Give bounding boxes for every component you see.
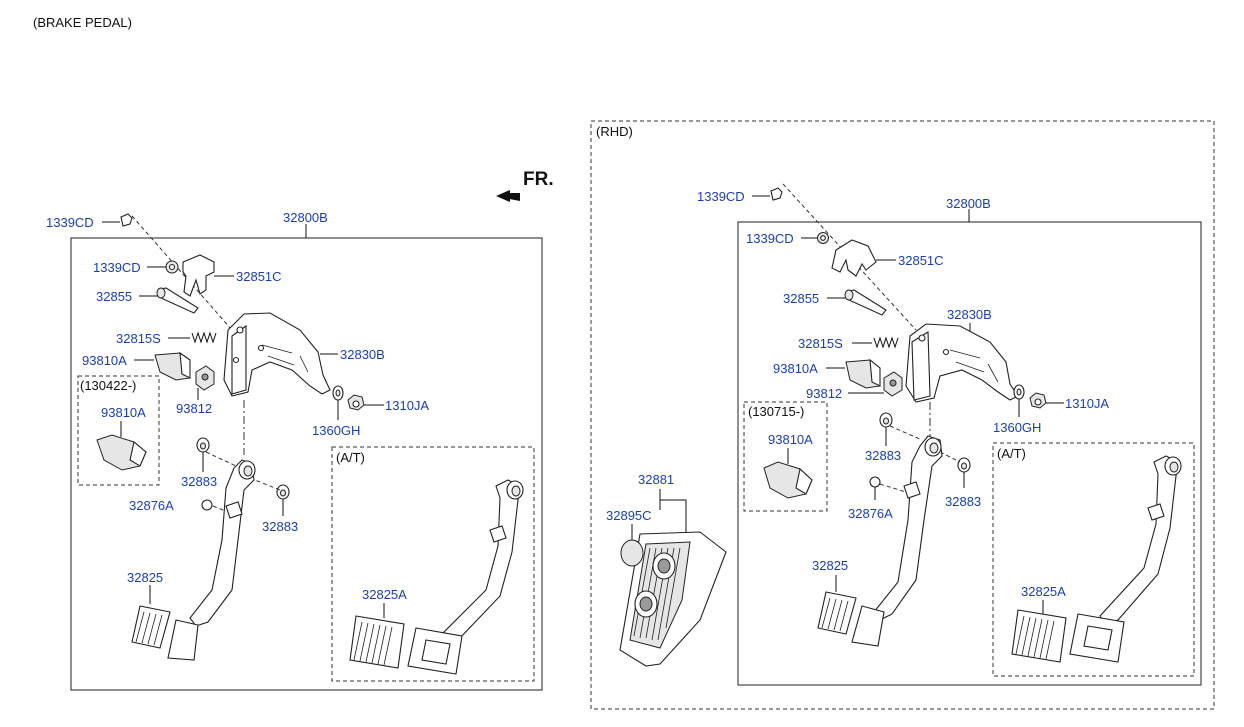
left-label-32876A[interactable]: 32876A: [129, 498, 174, 513]
right-bracket-icon: [831, 239, 877, 277]
right-rhd-frame: [590, 120, 1215, 710]
left-variant-box: [77, 375, 160, 486]
right-clip-icon: [869, 476, 881, 488]
right-label-1360GH[interactable]: 1360GH: [993, 420, 1041, 435]
page-title: (BRAKE PEDAL): [33, 15, 132, 30]
right-label-93810A[interactable]: 93810A: [773, 361, 818, 376]
right-label-1310JA[interactable]: 1310JA: [1065, 396, 1109, 411]
left-brake-pedal-icon: [131, 459, 256, 661]
left-at-label: (A/T): [336, 450, 365, 465]
right-nut-icon: [817, 232, 829, 244]
right-label-32825[interactable]: 32825: [812, 558, 848, 573]
left-label-1339CD-top[interactable]: 1339CD: [46, 215, 94, 230]
right-label-93812[interactable]: 93812: [806, 386, 842, 401]
right-region-label: (RHD): [596, 124, 633, 139]
left-bush-b-icon: [276, 484, 290, 500]
left-label-32825[interactable]: 32825: [127, 570, 163, 585]
left-variant-switch-icon: [96, 434, 147, 471]
right-label-32825A[interactable]: 32825A: [1021, 584, 1066, 599]
left-pedal-member-icon: [223, 312, 331, 397]
left-stopper-icon: [195, 365, 215, 391]
right-side-nut-icon: [1029, 392, 1047, 409]
right-label-32895C[interactable]: 32895C: [606, 508, 652, 523]
left-variant-date: (130422-): [80, 378, 136, 393]
left-bracket-icon: [182, 254, 215, 297]
right-stopper-icon: [883, 371, 903, 397]
front-direction-label: FR.: [523, 169, 554, 190]
right-label-1339CD-nut[interactable]: 1339CD: [746, 231, 794, 246]
left-label-93810A[interactable]: 93810A: [82, 353, 127, 368]
left-label-32815S[interactable]: 32815S: [116, 331, 161, 346]
right-variant-box: [743, 401, 828, 512]
right-footrest-icon: [619, 531, 727, 667]
left-label-1360GH[interactable]: 1360GH: [312, 423, 360, 438]
right-variant-date: (130715-): [748, 404, 804, 419]
left-clip-icon: [201, 499, 213, 511]
left-label-32855[interactable]: 32855: [96, 289, 132, 304]
left-spring-icon: [191, 331, 217, 344]
left-at-box: [331, 446, 535, 682]
left-bolt-icon: [120, 213, 133, 227]
front-direction-arrow: FR.: [496, 169, 554, 202]
left-side-nut-icon: [347, 394, 365, 411]
left-label-32825A[interactable]: 32825A: [362, 587, 407, 602]
right-label-32855[interactable]: 32855: [783, 291, 819, 306]
right-pedal-member-icon: [905, 323, 1019, 403]
right-spring-icon: [873, 336, 899, 349]
right-label-32883-b[interactable]: 32883: [945, 494, 981, 509]
right-pin-icon: [844, 289, 887, 316]
right-at-box: [992, 442, 1195, 677]
right-label-1339CD-top[interactable]: 1339CD: [697, 189, 745, 204]
left-assembly: 32800B 1339CD 1339CD 32851C 32855 32815S: [46, 210, 543, 691]
right-rhd-section: (RHD) 32800B 1339CD 1339CD 32851C 32855 …: [590, 120, 1215, 710]
right-bush-b-icon: [957, 457, 971, 473]
left-label-32800B[interactable]: 32800B: [283, 210, 328, 225]
right-washer-icon: [1013, 384, 1025, 400]
right-cap-icon: [620, 539, 644, 567]
right-label-32876A[interactable]: 32876A: [848, 506, 893, 521]
left-label-1310JA[interactable]: 1310JA: [385, 398, 429, 413]
left-label-1339CD-nut[interactable]: 1339CD: [93, 260, 141, 275]
left-bush-a-icon: [196, 437, 210, 453]
right-label-32815S[interactable]: 32815S: [798, 336, 843, 351]
right-bolt-icon: [770, 187, 783, 201]
left-label-32830B[interactable]: 32830B: [340, 347, 385, 362]
right-at-label: (A/T): [997, 446, 1026, 461]
left-label-93812[interactable]: 93812: [176, 401, 212, 416]
right-label-variant-93810A[interactable]: 93810A: [768, 432, 813, 447]
left-label-32851C[interactable]: 32851C: [236, 269, 282, 284]
left-label-32883-b[interactable]: 32883: [262, 519, 298, 534]
left-at-pedal-icon: [349, 479, 524, 675]
left-label-variant-93810A[interactable]: 93810A: [101, 405, 146, 420]
right-label-32830B[interactable]: 32830B: [947, 307, 992, 322]
left-pin-icon: [156, 287, 199, 314]
left-switch-icon: [154, 351, 191, 381]
right-variant-switch-icon: [763, 461, 813, 499]
right-label-32851C[interactable]: 32851C: [898, 253, 944, 268]
right-bush-a-icon: [879, 412, 893, 428]
left-label-32883-a[interactable]: 32883: [181, 474, 217, 489]
right-switch-icon: [845, 358, 881, 389]
right-label-32881[interactable]: 32881: [638, 472, 674, 487]
right-at-pedal-icon: [1011, 455, 1182, 663]
right-label-32800B[interactable]: 32800B: [946, 196, 991, 211]
right-brake-pedal-icon: [817, 435, 943, 647]
right-label-32883-a[interactable]: 32883: [865, 448, 901, 463]
left-nut-icon: [165, 260, 179, 274]
left-washer-icon: [332, 385, 344, 401]
